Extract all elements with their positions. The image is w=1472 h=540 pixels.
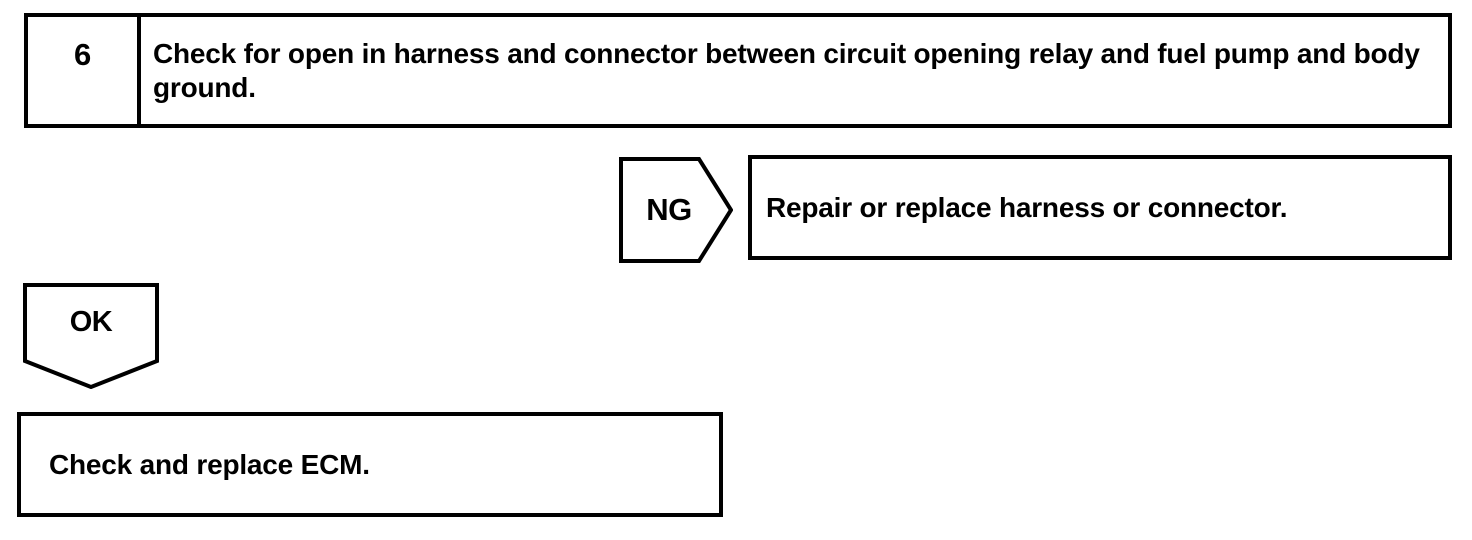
ok-action-text: Check and replace ECM.	[49, 448, 370, 480]
ng-branch-arrow: NG	[619, 157, 733, 263]
ok-pentagon-icon	[23, 283, 159, 389]
ng-action-box: Repair or replace harness or connector.	[748, 155, 1452, 260]
ok-branch-arrow: OK	[23, 283, 159, 389]
ng-pentagon-icon	[619, 157, 733, 263]
ng-branch-label: NG	[646, 192, 692, 227]
step-instruction: Check for open in harness and connector …	[153, 37, 1420, 103]
ok-branch-label: OK	[69, 305, 113, 338]
step-box: 6 Check for open in harness and connecto…	[24, 13, 1452, 128]
step-number: 6	[28, 17, 141, 124]
ok-action-box: Check and replace ECM.	[17, 412, 723, 517]
ng-action-text: Repair or replace harness or connector.	[766, 191, 1288, 223]
